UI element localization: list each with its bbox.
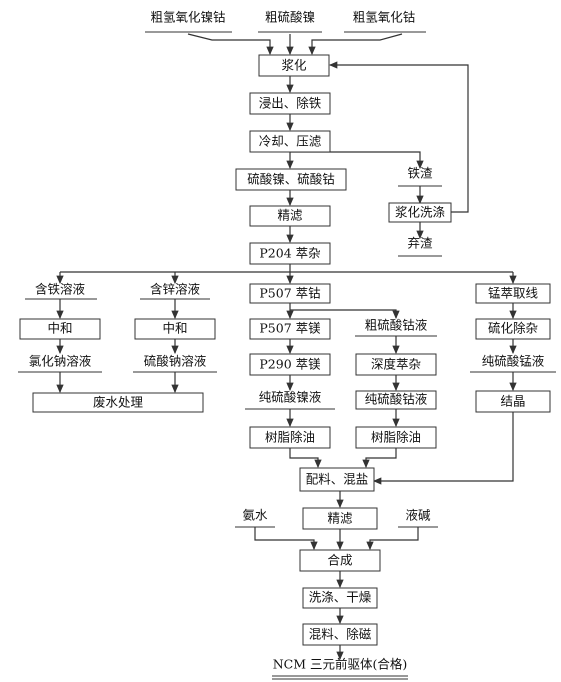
step-neutralize-2: 中和 <box>134 318 216 340</box>
connectors <box>56 33 517 661</box>
svg-text:深度萃杂: 深度萃杂 <box>371 357 421 372</box>
discard-slag-label: 弃渣 <box>398 236 442 257</box>
step-resin-oil-removal-2: 树脂除油 <box>355 426 437 449</box>
svg-text:混料、除磁: 混料、除磁 <box>309 627 372 642</box>
caustic-label: 液碱 <box>398 508 438 528</box>
step-neutralize-1: 中和 <box>19 318 101 340</box>
step-batching-mixing: 配料、混盐 <box>299 467 375 492</box>
ammonia-label: 氨水 <box>235 508 275 528</box>
input-crude-cobalt-hydroxide: 粗氢氧化钴 <box>344 10 426 33</box>
step-cool-press-filter: 冷却、压滤 <box>249 130 331 153</box>
svg-text:硫酸钠溶液: 硫酸钠溶液 <box>144 354 207 369</box>
fe-solution-label: 含铁溶液 <box>25 282 97 300</box>
step-wash-dry: 洗涤、干燥 <box>302 587 378 609</box>
step-slurry: 浆化 <box>258 54 330 77</box>
product-label: NCM 三元前驱体(合格) <box>272 657 408 680</box>
svg-text:纯硫酸镍液: 纯硫酸镍液 <box>259 390 322 405</box>
nacl-solution-label: 氯化钠溶液 <box>18 354 102 373</box>
pure-ni-sulfate-label: 纯硫酸镍液 <box>245 390 335 410</box>
step-crystallize: 结晶 <box>475 390 551 413</box>
pure-mn-sulfate-label: 纯硫酸锰液 <box>470 354 556 373</box>
svg-text:配料、混盐: 配料、混盐 <box>306 472 369 487</box>
step-leach-fe-removal: 浸出、除铁 <box>249 92 331 115</box>
svg-text:纯硫酸钴液: 纯硫酸钴液 <box>365 392 428 407</box>
svg-text:P507 萃镁: P507 萃镁 <box>259 321 321 336</box>
svg-text:精滤: 精滤 <box>327 511 353 526</box>
step-wastewater: 废水处理 <box>32 392 204 413</box>
step-synthesis: 合成 <box>299 549 381 572</box>
step-mn-extract-line: 锰萃取线 <box>475 283 551 304</box>
input-crude-nickel-cobalt-hydroxide: 粗氢氧化镍钴 <box>145 10 232 33</box>
svg-text:P204 萃杂: P204 萃杂 <box>259 246 320 261</box>
svg-text:浆化洗涤: 浆化洗涤 <box>395 205 445 220</box>
svg-text:树脂除油: 树脂除油 <box>265 430 315 445</box>
svg-text:纯硫酸锰液: 纯硫酸锰液 <box>482 354 545 369</box>
step-p204-extraction: P204 萃杂 <box>249 242 331 265</box>
svg-text:合成: 合成 <box>327 553 352 568</box>
svg-text:粗硫酸镍: 粗硫酸镍 <box>265 10 315 25</box>
step-ni-co-sulfate: 硫酸镍、硫酸钴 <box>235 168 347 191</box>
svg-text:氯化钠溶液: 氯化钠溶液 <box>29 354 92 369</box>
svg-text:冷却、压滤: 冷却、压滤 <box>259 134 322 149</box>
svg-text:液碱: 液碱 <box>405 508 431 523</box>
svg-text:树脂除油: 树脂除油 <box>371 430 421 445</box>
crude-co-sulfate-solution-label: 粗硫酸钴液 <box>355 318 437 337</box>
svg-text:P507 萃钴: P507 萃钴 <box>259 286 320 301</box>
step-fine-filter-2: 精滤 <box>302 507 378 530</box>
svg-text:粗氢氧化镍钴: 粗氢氧化镍钴 <box>150 10 225 25</box>
step-slurry-washing: 浆化洗涤 <box>388 202 452 223</box>
svg-text:中和: 中和 <box>47 321 72 336</box>
step-mix-demag: 混料、除磁 <box>302 623 378 646</box>
step-p290-nickel: P290 萃镁 <box>249 353 331 376</box>
zn-solution-label: 含锌溶液 <box>140 282 210 300</box>
svg-text:中和: 中和 <box>162 321 187 336</box>
step-fine-filter-1: 精滤 <box>249 205 331 227</box>
svg-text:结晶: 结晶 <box>500 394 525 409</box>
svg-text:锰萃取线: 锰萃取线 <box>488 286 539 301</box>
iron-slag-label: 铁渣 <box>398 166 442 187</box>
svg-text:浸出、除铁: 浸出、除铁 <box>259 96 322 111</box>
na2so4-solution-label: 硫酸钠溶液 <box>133 354 217 373</box>
svg-text:NCM 三元前驱体(合格): NCM 三元前驱体(合格) <box>273 657 408 672</box>
step-p507-nickel: P507 萃镁 <box>249 318 331 340</box>
step-pure-co-sulfate: 纯硫酸钴液 <box>355 390 437 410</box>
svg-text:粗硫酸钴液: 粗硫酸钴液 <box>365 318 428 333</box>
step-resin-oil-removal-1: 树脂除油 <box>249 426 331 449</box>
input-crude-nickel-sulfate: 粗硫酸镍 <box>258 10 322 33</box>
svg-text:粗氢氧化钴: 粗氢氧化钴 <box>353 10 416 25</box>
svg-text:废水处理: 废水处理 <box>93 395 144 410</box>
step-sulfide-impurity-removal: 硫化除杂 <box>475 318 551 340</box>
step-deep-extraction: 深度萃杂 <box>355 353 437 376</box>
svg-text:弃渣: 弃渣 <box>407 236 433 251</box>
svg-text:硫化除杂: 硫化除杂 <box>488 321 538 336</box>
svg-text:洗涤、干燥: 洗涤、干燥 <box>309 590 372 605</box>
svg-text:浆化: 浆化 <box>281 58 307 73</box>
svg-text:含锌溶液: 含锌溶液 <box>150 282 201 297</box>
svg-text:氨水: 氨水 <box>242 508 268 523</box>
svg-text:含铁溶液: 含铁溶液 <box>35 282 86 297</box>
step-p507-cobalt: P507 萃钴 <box>249 283 331 304</box>
svg-text:P290 萃镁: P290 萃镁 <box>259 357 321 372</box>
svg-text:硫酸镍、硫酸钴: 硫酸镍、硫酸钴 <box>247 172 335 187</box>
svg-text:精滤: 精滤 <box>277 208 303 223</box>
svg-text:铁渣: 铁渣 <box>407 166 433 181</box>
